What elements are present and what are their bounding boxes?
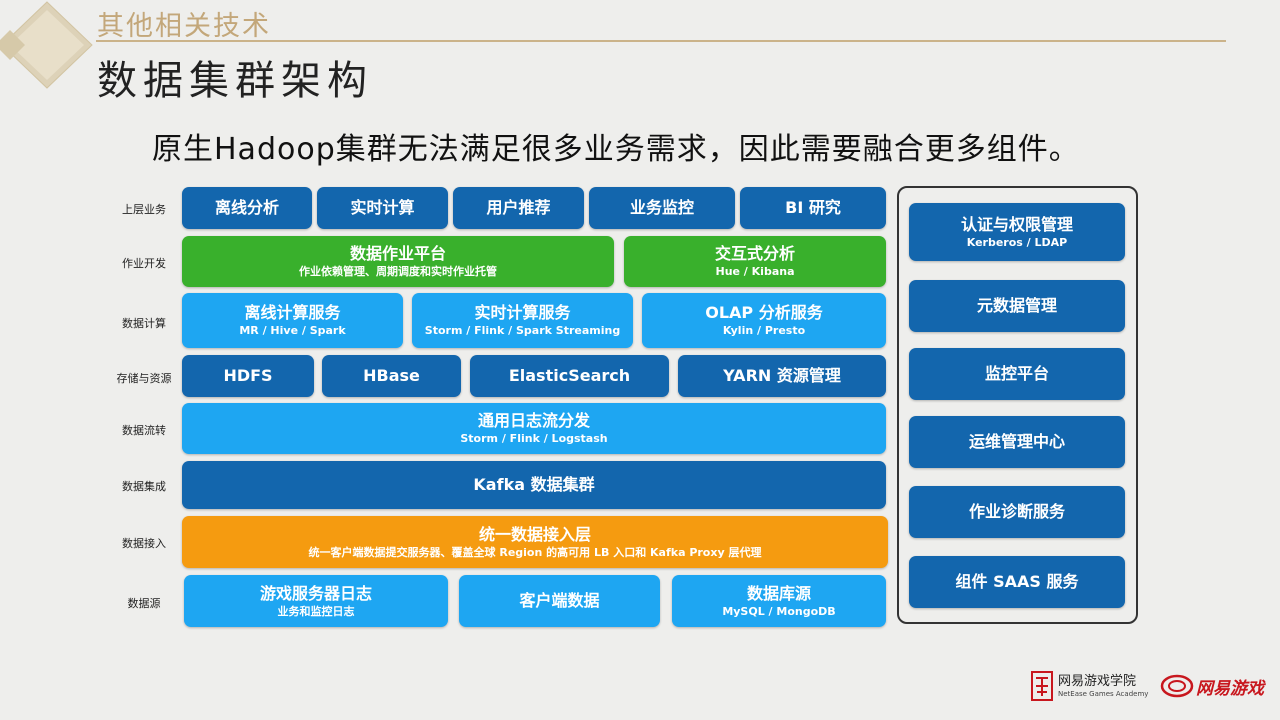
netease-games-logo: 网易游戏 [1160,672,1264,700]
block-title: 组件 SAAS 服务 [955,572,1079,591]
block-title: OLAP 分析服务 [705,303,823,322]
log-flow-distribution: 通用日志流分发 Storm / Flink / Logstash [182,403,886,454]
block-title: 交互式分析 [714,244,795,263]
academy-name-en: NetEase Games Academy [1058,689,1149,698]
block-subtitle: 作业依赖管理、周期调度和实时作业托管 [299,265,497,278]
row-label-storage: 存储与资源 [116,372,172,385]
page-title: 数据集群架构 [97,58,373,104]
row-label-flow: 数据流转 [122,424,166,437]
job-diagnosis-service: 作业诊断服务 [909,486,1125,538]
monitoring-platform: 监控平台 [909,348,1125,400]
storage-hbase: HBase [322,355,461,397]
unified-ingest-layer: 统一数据接入层 统一客户端数据提交服务器、覆盖全球 Region 的高可用 LB… [182,516,888,568]
block-subtitle: Storm / Flink / Spark Streaming [424,324,621,337]
source-database: 数据库源 MySQL / MongoDB [672,575,886,627]
row-label-compute: 数据计算 [122,317,166,330]
block-title: BI 研究 [785,198,841,217]
block-subtitle: 统一客户端数据提交服务器、覆盖全球 Region 的高可用 LB 入口和 Kaf… [308,545,762,559]
block-subtitle: MySQL / MongoDB [722,604,836,618]
block-title: 离线分析 [214,198,279,217]
job-platform: 数据作业平台 作业依赖管理、周期调度和实时作业托管 [182,236,614,287]
block-title: 认证与权限管理 [960,214,1073,234]
block-title: 运维管理中心 [968,432,1065,451]
block-subtitle: 业务和监控日志 [277,604,355,618]
diamond-decoration-icon [0,1,93,89]
block-subtitle: MR / Hive / Spark [239,324,346,337]
block-title: ElasticSearch [508,366,631,385]
academy-seal-icon [1031,671,1053,701]
block-title: 监控平台 [984,364,1049,383]
block-title: 数据库源 [746,583,811,603]
row-label-business: 上层业务 [122,203,166,216]
block-title: 实时计算服务 [474,303,571,322]
block-subtitle: Kerberos / LDAP [966,235,1068,249]
business-bi-research: BI 研究 [740,187,886,229]
row-label-ingest: 数据接入 [122,537,166,550]
business-realtime-compute: 实时计算 [317,187,448,229]
storage-elasticsearch: ElasticSearch [470,355,669,397]
block-title: 用户推荐 [486,198,551,217]
business-user-recommendation: 用户推荐 [453,187,584,229]
subtitle: 原生Hadoop集群无法满足很多业务需求，因此需要融合更多组件。 [152,132,1080,167]
row-label-integration: 数据集成 [122,480,166,493]
netease-games-swirl-icon [1160,674,1194,698]
block-subtitle: Kylin / Presto [722,324,806,337]
storage-yarn: YARN 资源管理 [678,355,886,397]
kafka-cluster: Kafka 数据集群 [182,461,886,509]
block-title: YARN 资源管理 [723,366,841,385]
realtime-compute-service: 实时计算服务 Storm / Flink / Spark Streaming [412,293,633,348]
block-title: 统一数据接入层 [478,524,591,544]
row-label-sources: 数据源 [127,597,161,610]
block-subtitle: Hue / Kibana [715,265,795,278]
block-title: 游戏服务器日志 [259,583,372,603]
business-monitoring: 业务监控 [589,187,735,229]
offline-compute-service: 离线计算服务 MR / Hive / Spark [182,293,403,348]
interactive-analysis: 交互式分析 Hue / Kibana [624,236,886,287]
block-title: 客户端数据 [519,591,600,610]
support-services-panel [897,186,1138,624]
block-title: HDFS [223,366,273,385]
block-title: 数据作业平台 [349,244,446,263]
header-divider [96,40,1226,42]
block-title: 作业诊断服务 [968,502,1065,521]
section-title: 其他相关技术 [97,11,271,42]
block-title: 业务监控 [629,198,694,217]
block-title: 实时计算 [350,198,415,217]
block-subtitle: Storm / Flink / Logstash [460,432,608,445]
source-client-data: 客户端数据 [459,575,660,627]
auth-permission-management: 认证与权限管理 Kerberos / LDAP [909,203,1125,261]
block-title: 离线计算服务 [244,303,341,322]
block-title: HBase [363,366,420,385]
block-title: 通用日志流分发 [477,411,590,430]
source-game-server-logs: 游戏服务器日志 业务和监控日志 [184,575,448,627]
storage-hdfs: HDFS [182,355,314,397]
ops-management-center: 运维管理中心 [909,416,1125,468]
academy-name-cn: 网易游戏学院 [1058,673,1137,689]
business-offline-analysis: 离线分析 [182,187,312,229]
academy-logo: 网易游戏学院 NetEase Games Academy [1030,670,1148,702]
component-saas-service: 组件 SAAS 服务 [909,556,1125,608]
olap-service: OLAP 分析服务 Kylin / Presto [642,293,886,348]
metadata-management: 元数据管理 [909,280,1125,332]
netease-games-logo-text: 网易游戏 [1196,678,1264,699]
block-title: Kafka 数据集群 [473,475,595,494]
row-label-job-dev: 作业开发 [122,257,166,270]
block-title: 元数据管理 [976,296,1057,315]
